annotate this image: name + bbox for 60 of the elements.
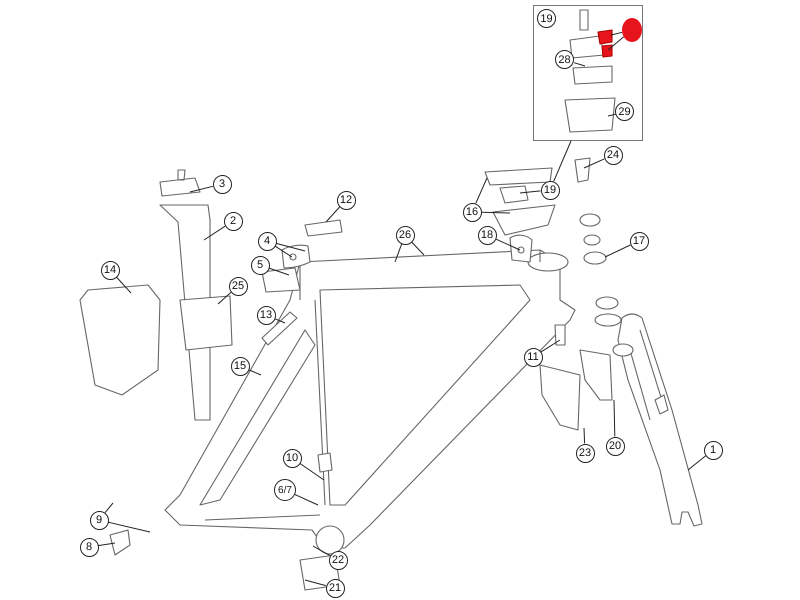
- leader-line: [326, 206, 340, 222]
- leader-line: [248, 369, 262, 376]
- leader-line: [108, 522, 150, 532]
- leader-line: [411, 241, 424, 256]
- leader-line: [274, 246, 292, 258]
- callout-number: 16: [462, 202, 482, 222]
- callout-number: 5: [250, 256, 270, 274]
- leader-line: [116, 276, 132, 294]
- leader-line: [268, 268, 290, 276]
- callout-number: 13: [256, 306, 276, 324]
- leader-line: [98, 542, 116, 546]
- callout-number: 25: [228, 276, 248, 296]
- leader-line: [312, 546, 330, 556]
- callout-number: 4: [258, 232, 276, 250]
- leader-line: [610, 32, 623, 36]
- callout-number: 3: [212, 174, 232, 194]
- leader-line: [584, 428, 586, 444]
- leader-line: [495, 238, 520, 250]
- leader-line: [394, 243, 402, 262]
- callout-number: 8: [80, 538, 98, 556]
- leader-line: [204, 226, 226, 240]
- callout-number: 9: [90, 510, 108, 530]
- leader-line: [304, 580, 326, 586]
- callout-number: 24: [604, 146, 622, 164]
- leader-line: [274, 318, 286, 324]
- leader-line: [276, 242, 306, 252]
- callout-number: 12: [336, 190, 356, 210]
- leader-line: [104, 502, 114, 514]
- leader-line: [614, 400, 616, 437]
- leader-line: [604, 244, 631, 258]
- leader-line: [553, 140, 572, 182]
- callout-number: 1: [704, 440, 722, 460]
- leader-line: [520, 190, 541, 194]
- callout-number: 17: [630, 232, 648, 250]
- callout-number: 14: [100, 260, 120, 280]
- highlight-dot: [622, 18, 642, 42]
- leader-line: [294, 494, 318, 506]
- detail-inset-frame: [533, 5, 643, 141]
- leader-line: [608, 36, 624, 50]
- callout-number: 19: [540, 180, 560, 200]
- callout-number: 21: [326, 578, 344, 598]
- callout-number: 2: [224, 212, 242, 230]
- callout-number: 26: [396, 226, 414, 244]
- callout-number: 18: [478, 226, 496, 244]
- leader-line: [218, 292, 232, 304]
- leader-line: [475, 178, 488, 204]
- leader-line: [688, 455, 706, 470]
- callout-number: 29: [615, 102, 634, 121]
- leader-line: [481, 212, 510, 214]
- leader-line: [299, 462, 324, 480]
- leader-line: [190, 186, 214, 192]
- callout-number: 28: [555, 50, 574, 69]
- leader-line: [608, 114, 616, 116]
- leader-line: [540, 340, 560, 352]
- callout-number: 23: [576, 444, 594, 462]
- leader-line: [584, 158, 605, 168]
- callout-number: 15: [230, 356, 250, 376]
- callout-number: 20: [606, 436, 624, 456]
- leader-line: [574, 62, 586, 66]
- callout-number: 19: [537, 9, 556, 28]
